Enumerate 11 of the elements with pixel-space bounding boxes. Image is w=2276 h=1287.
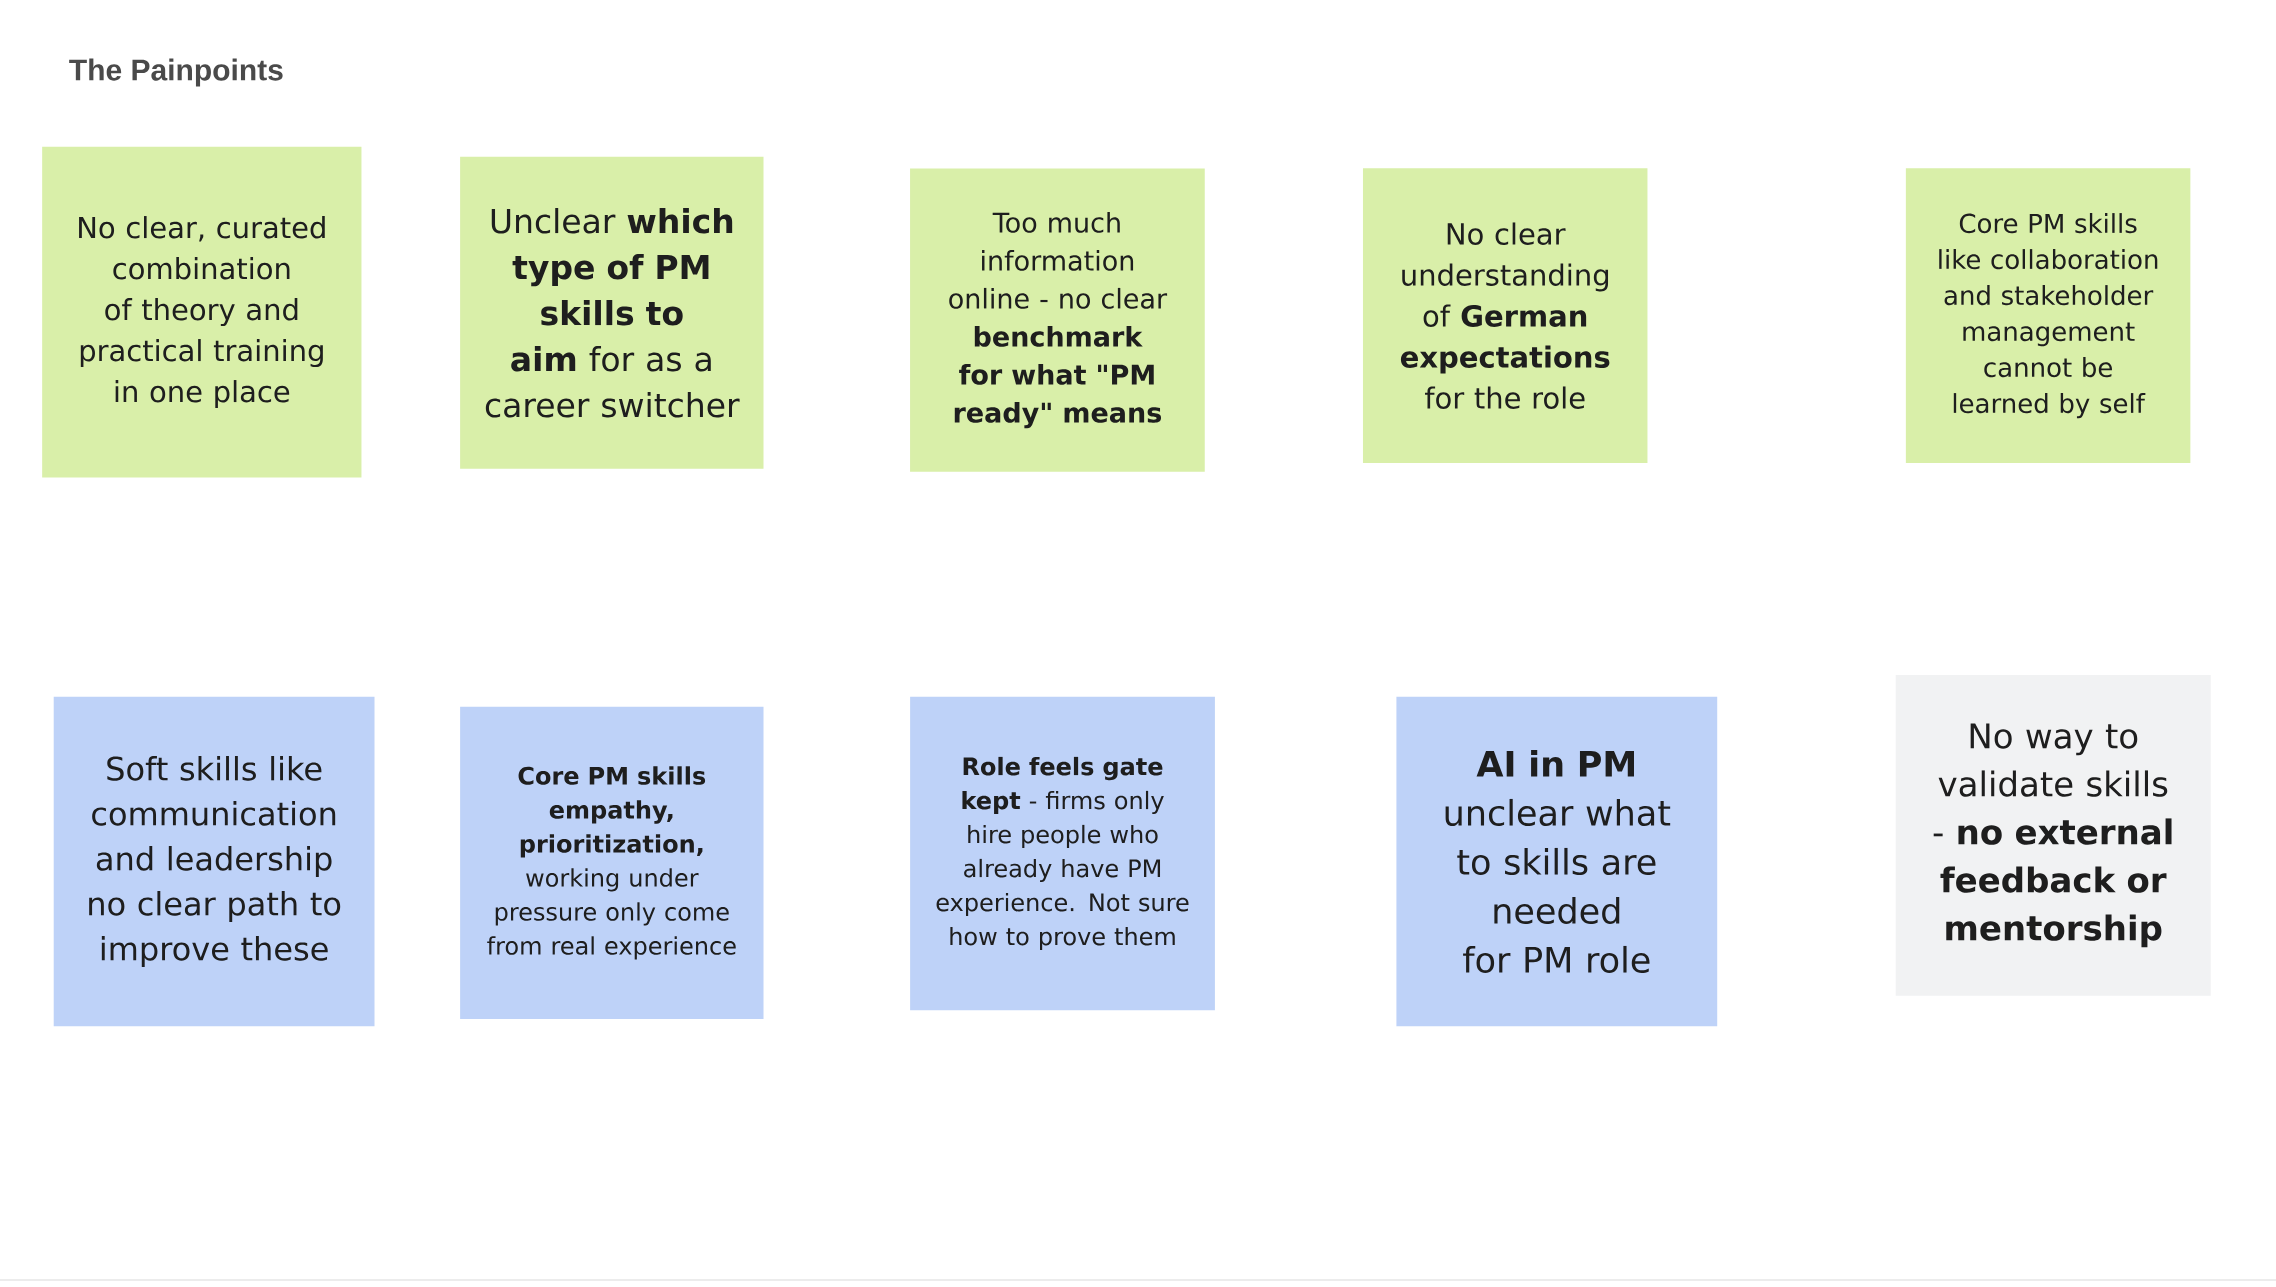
sticky-note: Unclear which type of PM skills to aim for as a career switcher: [460, 156, 764, 469]
sticky-note: No clear, curated combination of theory and practical training in one place: [42, 146, 362, 478]
sticky-note: No way to validate skills - no external feedback or mentorship: [1895, 675, 2211, 996]
sticky-note: Too much information online - no clear benchmark for what "PM ready" means: [910, 168, 1205, 472]
sticky-note: Core PM skills empathy, prioritization, working under pressure only come from real experience: [460, 706, 764, 1019]
sticky-note: Role feels gate kept - firms only hire people who already have PM experience. Not sure how to prove them: [910, 696, 1215, 1011]
title: The Painpoints: [69, 58, 283, 87]
sticky-note: Core PM skills like collaboration and stakeholder management cannot be learned by self: [1905, 168, 2191, 464]
sticky-note: AI in PM unclear what to skills are needed for PM role: [1396, 696, 1718, 1027]
sticky-note: Soft skills like communication and leadership no clear path to improve these: [53, 696, 375, 1027]
sticky-note: No clear understanding of German expectations for the role: [1362, 168, 1648, 464]
